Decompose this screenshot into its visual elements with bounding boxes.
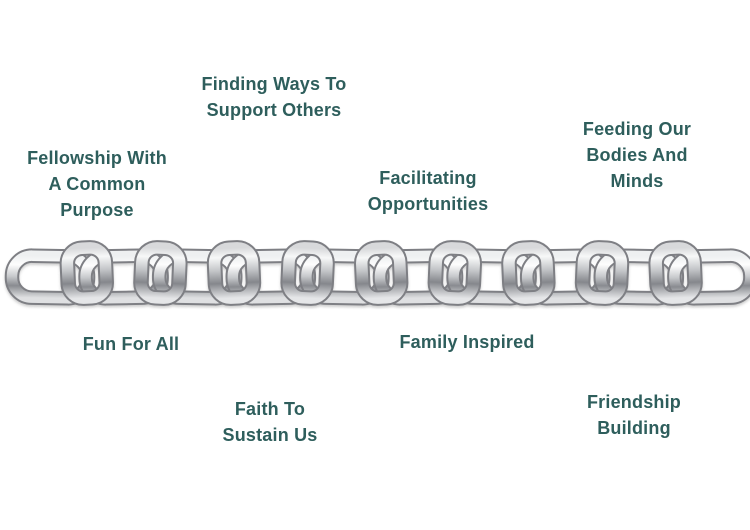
value-label-fellowship: Fellowship With A Common Purpose xyxy=(27,148,167,220)
value-label-fun-for-all: Fun For All xyxy=(82,334,180,354)
value-label-friendship: Friendship Building xyxy=(586,392,682,438)
value-label-faith: Faith To Sustain Us xyxy=(222,399,318,445)
metal-chain-image xyxy=(4,240,750,306)
value-label-facilitating: Facilitating Opportunities xyxy=(367,168,489,214)
value-label-family: Family Inspired xyxy=(399,332,535,352)
value-label-finding-ways: Finding Ways To Support Others xyxy=(201,74,347,120)
value-label-feeding: Feeding Our Bodies And Minds xyxy=(582,119,692,191)
